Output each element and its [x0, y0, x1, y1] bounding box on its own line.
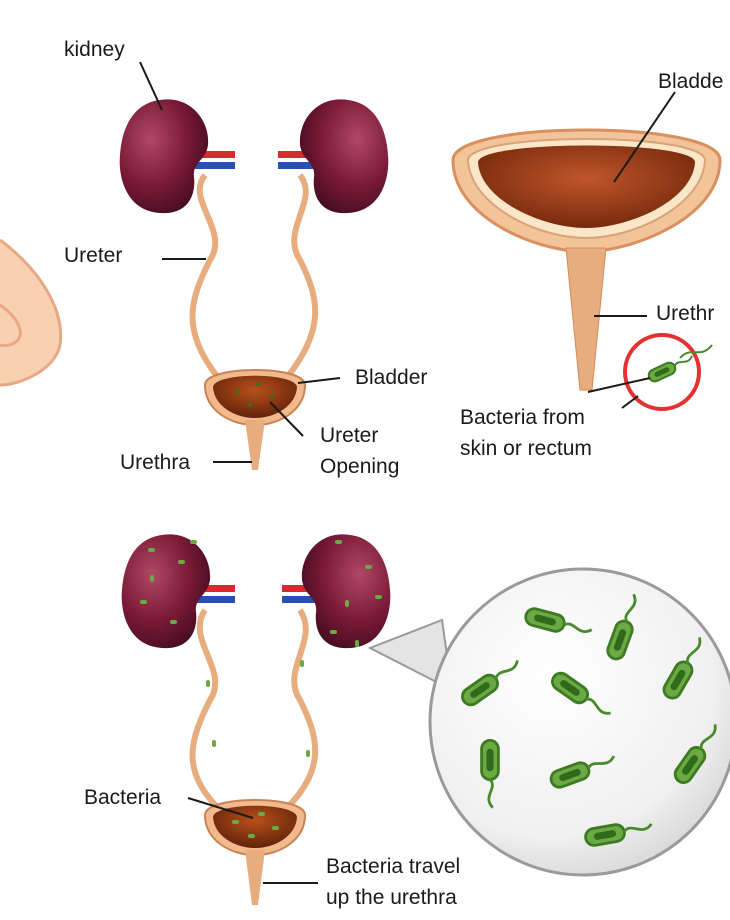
label-bladder: Bladder — [355, 366, 428, 389]
artery-left — [195, 151, 235, 158]
artery-right — [278, 151, 318, 158]
vein-left — [195, 162, 235, 169]
label-ureter: Ureter — [64, 244, 123, 267]
label-bladder-right: Bladde — [658, 70, 724, 93]
label-urethra-right: Urethr — [656, 302, 715, 325]
label-kidney: kidney — [64, 38, 125, 61]
arm-outline — [0, 303, 22, 348]
label-bacteria-source-2: skin or rectum — [460, 437, 592, 460]
label-travel-2: up the urethra — [326, 886, 457, 909]
label-bacteria-source-1: Bacteria from — [460, 406, 585, 429]
top-urinary-system — [119, 99, 389, 470]
label-travel-1: Bacteria travel — [326, 855, 461, 878]
magnified-bacteria-view — [367, 567, 730, 877]
vein-right — [278, 162, 318, 169]
label-bacteria: Bacteria — [84, 786, 162, 809]
kidney-right — [299, 99, 389, 214]
label-ureter-opening-2: Opening — [320, 455, 400, 478]
body-outline — [0, 238, 63, 387]
leader-lines — [139, 61, 676, 884]
large-bladder — [451, 128, 722, 391]
label-urethra: Urethra — [120, 451, 191, 474]
kidney-left — [119, 99, 209, 214]
infected-kidney-left — [121, 534, 211, 649]
bottom-urinary-system — [121, 534, 391, 905]
label-ureter-opening-1: Ureter — [320, 424, 379, 447]
bacteria-magnifier — [623, 333, 713, 411]
infected-kidney-right — [301, 534, 391, 649]
